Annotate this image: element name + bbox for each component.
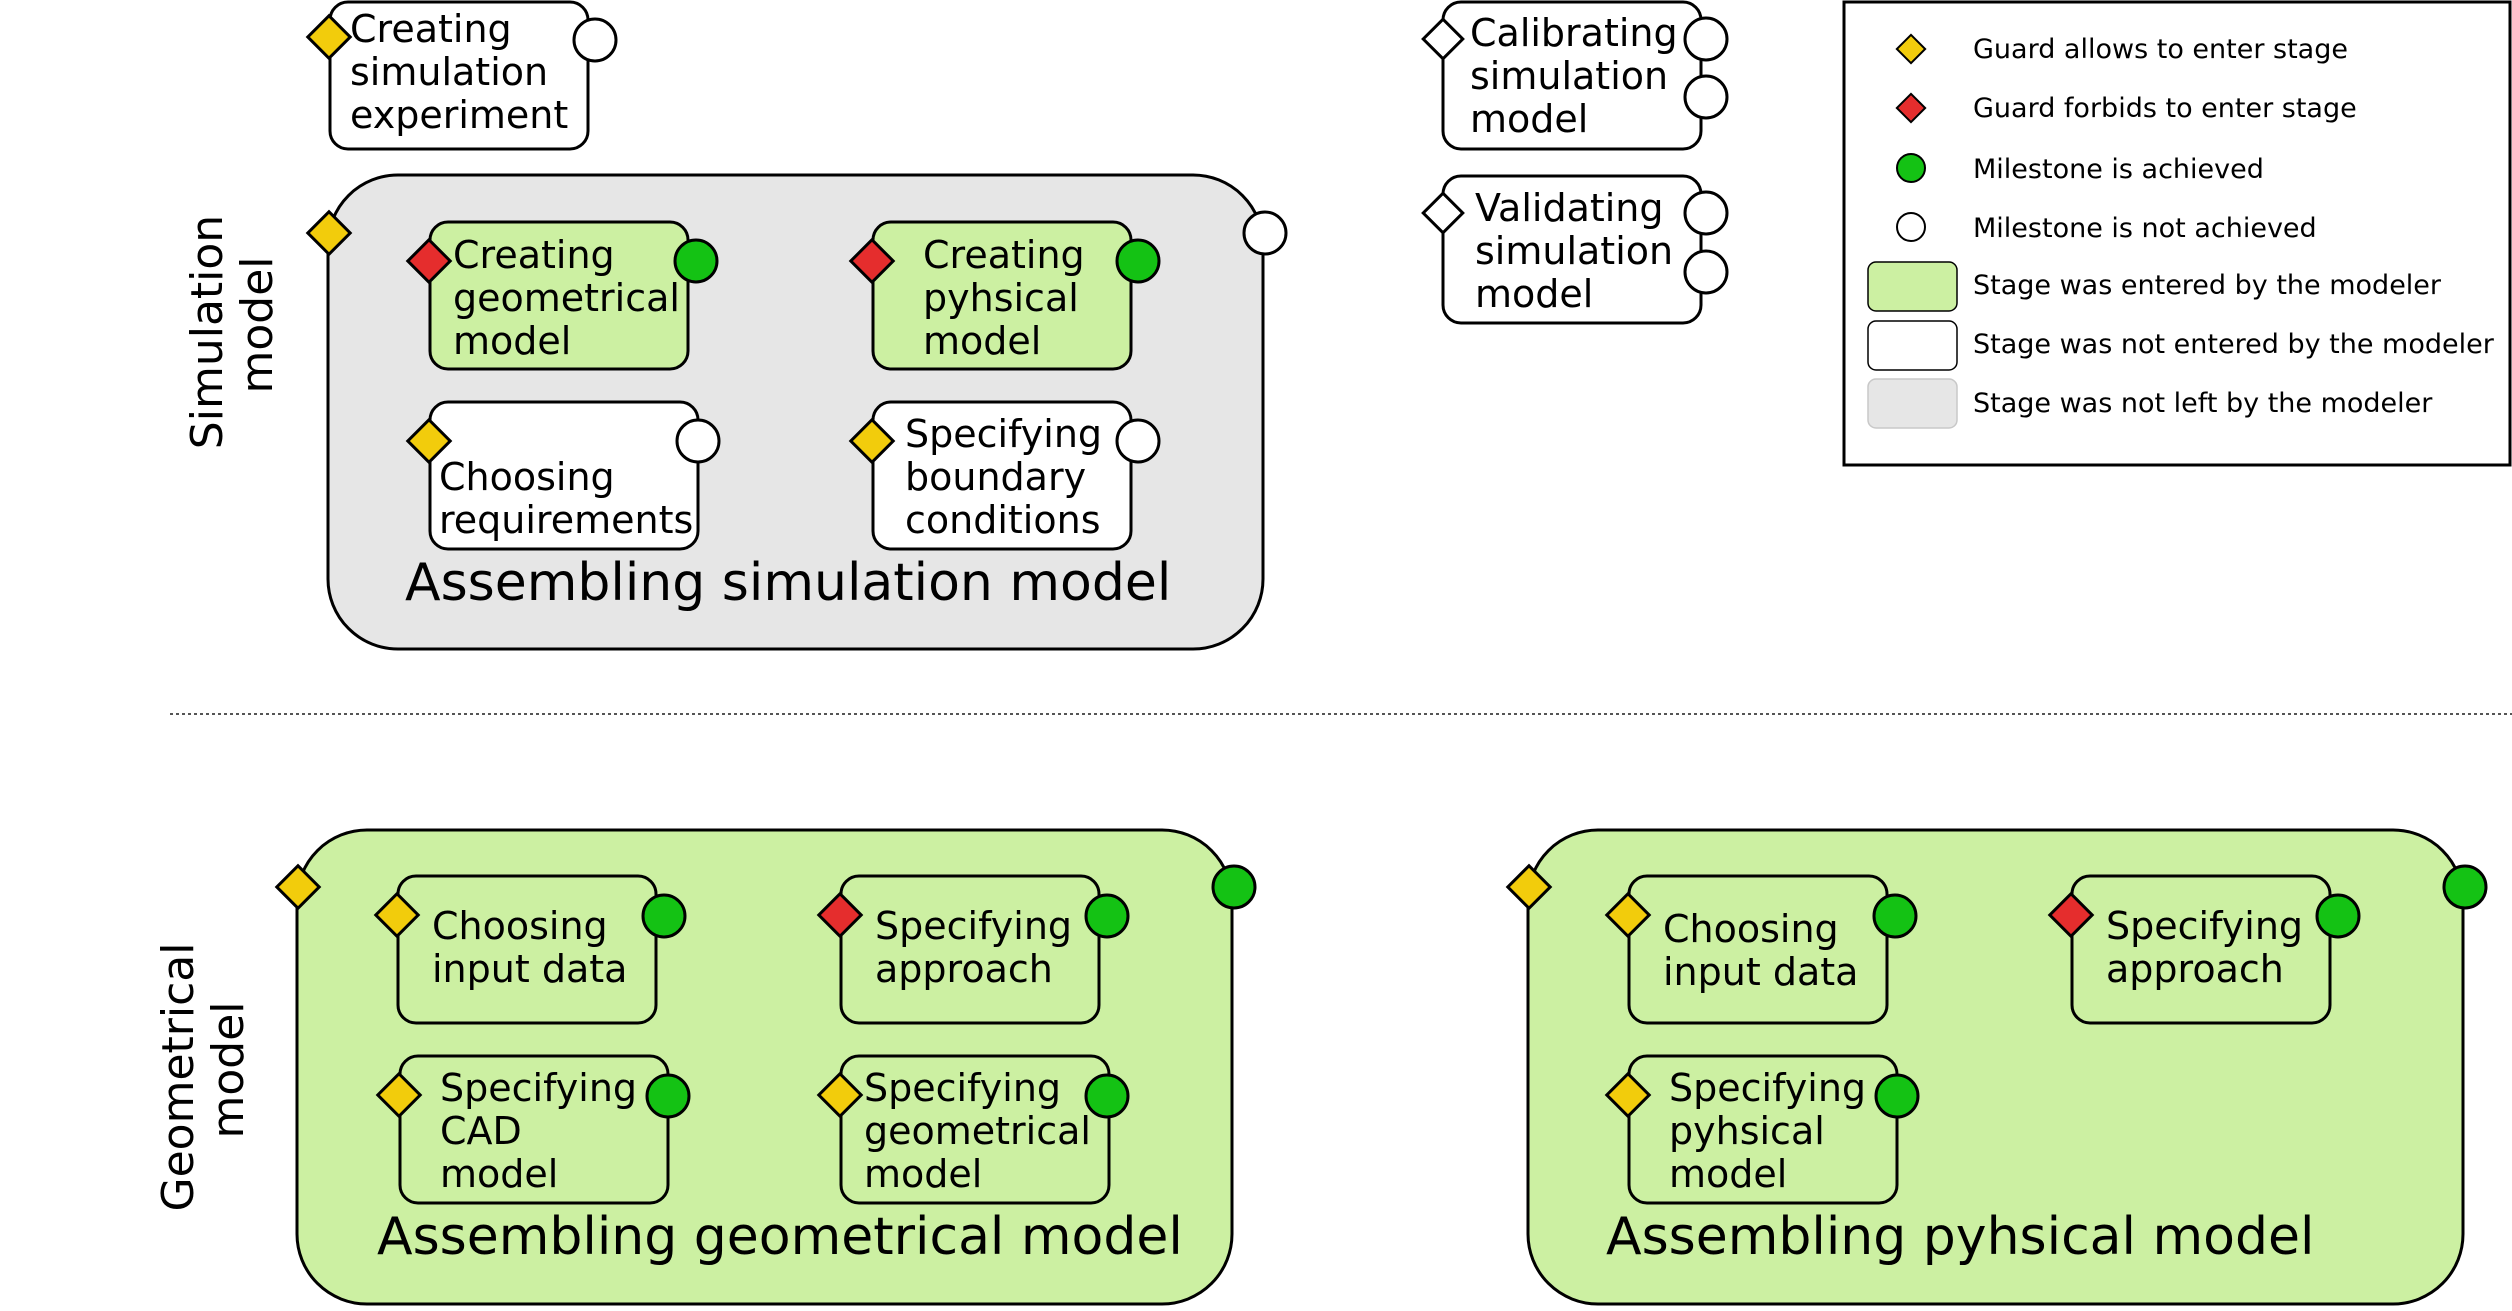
milestone-not-achieved-icon <box>1115 418 1161 464</box>
stage-geo-specifying-geometrical-model: Specifying geometrical model <box>816 1054 1130 1205</box>
guard-allows-icon <box>405 417 453 465</box>
milestone-not-achieved-icon <box>1683 190 1729 236</box>
stage-box <box>428 220 690 371</box>
guard-allows-icon <box>305 13 353 61</box>
legend-guard-allows: Guard allows to enter stage <box>1973 34 2348 65</box>
stage-label: Specifying CAD model <box>440 1066 649 1196</box>
milestone-not-achieved-icon <box>1683 74 1729 120</box>
stage-geo-specifying-approach: Specifying approach <box>816 874 1130 1025</box>
milestone-achieved-icon <box>1874 1073 1920 1119</box>
stage-box <box>396 874 658 1025</box>
milestone-not-achieved-icon <box>1896 212 1926 242</box>
guard-allows-icon <box>1604 891 1652 939</box>
stage-label: Choosing input data <box>432 904 627 991</box>
legend-milestone-not-achieved: Milestone is not achieved <box>1973 213 2317 244</box>
stage-box <box>839 1054 1111 1205</box>
stage-label: Choosing requirements <box>439 455 693 542</box>
stage-box <box>871 220 1133 371</box>
stage-not-entered-swatch <box>1867 320 1958 371</box>
milestone-achieved-icon <box>641 893 687 939</box>
guard-forbids-icon <box>848 237 896 285</box>
stage-geo-choosing-input-data: Choosing input data <box>373 874 687 1025</box>
guard-allows-icon <box>1505 863 1553 911</box>
legend: Guard allows to enter stage Guard forbid… <box>1842 0 2512 467</box>
stage-label: Specifying pyhsical model <box>1669 1066 1878 1196</box>
stage-phy-specifying-physical-model: Specifying pyhsical model <box>1604 1054 1920 1205</box>
guard-allows-icon <box>816 1071 864 1119</box>
milestone-achieved-icon <box>1084 893 1130 939</box>
stage-box <box>398 1054 670 1205</box>
milestone-not-achieved-icon <box>572 17 618 63</box>
milestone-achieved-icon <box>645 1073 691 1119</box>
stage-title: Assembling pyhsical model <box>1606 1207 2314 1267</box>
stage-box <box>1627 874 1889 1025</box>
guard-allows-icon <box>305 209 353 257</box>
stage-box <box>428 400 700 551</box>
milestone-achieved-icon <box>1115 238 1161 284</box>
stage-label: Choosing input data <box>1663 907 1858 994</box>
stage-creating-geometrical-model: Creating geometrical model <box>405 220 719 371</box>
stage-box <box>2070 874 2332 1025</box>
guard-allows-icon <box>274 863 322 911</box>
stage-title: Assembling simulation model <box>405 553 1171 613</box>
guard-allows-icon <box>375 1071 423 1119</box>
milestone-not-achieved-icon <box>1242 210 1288 256</box>
guard-allows-icon <box>1895 33 1927 65</box>
stage-label: Creating geometrical model <box>453 233 692 363</box>
guard-forbids-icon <box>2047 891 2095 939</box>
stage-geo-specifying-cad-model: Specifying CAD model <box>375 1054 691 1205</box>
stage-label: Creating simulation experiment <box>350 7 568 137</box>
stage-box <box>1441 174 1703 325</box>
stage-box <box>871 400 1133 551</box>
stage-title: Assembling geometrical model <box>377 1207 1183 1267</box>
guard-empty-icon <box>1421 191 1465 235</box>
guard-allows-icon <box>848 417 896 465</box>
milestone-not-achieved-icon <box>675 418 721 464</box>
legend-stage-not-left: Stage was not left by the modeler <box>1973 388 2433 419</box>
stage-label: Creating pyhsical model <box>923 233 1097 363</box>
stage-box <box>1627 1054 1899 1205</box>
stage-validating-simulation-model: Validating simulation model <box>1421 174 1729 325</box>
stage-label: Specifying approach <box>875 904 1084 991</box>
guard-forbids-icon <box>405 237 453 285</box>
guard-allows-icon <box>373 891 421 939</box>
stage-label: Specifying boundary conditions <box>905 412 1114 542</box>
stage-label: Specifying approach <box>2106 904 2315 991</box>
legend-stage-not-entered: Stage was not entered by the modeler <box>1973 329 2495 360</box>
guard-forbids-icon <box>1895 92 1927 124</box>
stage-phy-specifying-approach: Specifying approach <box>2047 874 2361 1025</box>
milestone-achieved-icon <box>1896 153 1926 183</box>
stage-box <box>839 874 1101 1025</box>
legend-guard-forbids: Guard forbids to enter stage <box>1973 93 2357 124</box>
legend-stage-entered: Stage was entered by the modeler <box>1973 270 2442 301</box>
milestone-achieved-icon <box>1211 864 1257 910</box>
milestone-not-achieved-icon <box>1683 249 1729 295</box>
stage-label: Specifying geometrical model <box>864 1066 1103 1196</box>
guard-forbids-icon <box>816 891 864 939</box>
milestone-achieved-icon <box>2315 893 2361 939</box>
stage-label: Validating simulation model <box>1475 186 1685 316</box>
milestone-not-achieved-icon <box>1683 16 1729 62</box>
milestone-achieved-icon <box>673 238 719 284</box>
guard-empty-icon <box>1421 17 1465 61</box>
stage-phy-choosing-input-data: Choosing input data <box>1604 874 1918 1025</box>
stage-choosing-requirements: Choosing requirements <box>405 400 721 551</box>
stage-label: Calibrating simulation model <box>1470 11 1690 141</box>
milestone-achieved-icon <box>1872 893 1918 939</box>
stage-creating-physical-model: Creating pyhsical model <box>848 220 1161 371</box>
stage-specifying-boundary-conditions: Specifying boundary conditions <box>848 400 1161 551</box>
stage-box <box>328 0 590 151</box>
stage-creating-simulation-experiment: Creating simulation experiment <box>305 0 618 151</box>
stage-calibrating-simulation-model: Calibrating simulation model <box>1421 0 1729 151</box>
lane-label-simulation: Simulation model <box>182 201 283 449</box>
guard-allows-icon <box>1604 1071 1652 1119</box>
milestone-achieved-icon <box>1084 1073 1130 1119</box>
milestone-achieved-icon <box>2442 864 2488 910</box>
stage-not-left-swatch <box>1867 378 1958 429</box>
stage-entered-swatch <box>1867 261 1958 312</box>
lane-label-geometrical: Geometrical model <box>153 929 254 1212</box>
legend-milestone-achieved: Milestone is achieved <box>1973 154 2264 185</box>
